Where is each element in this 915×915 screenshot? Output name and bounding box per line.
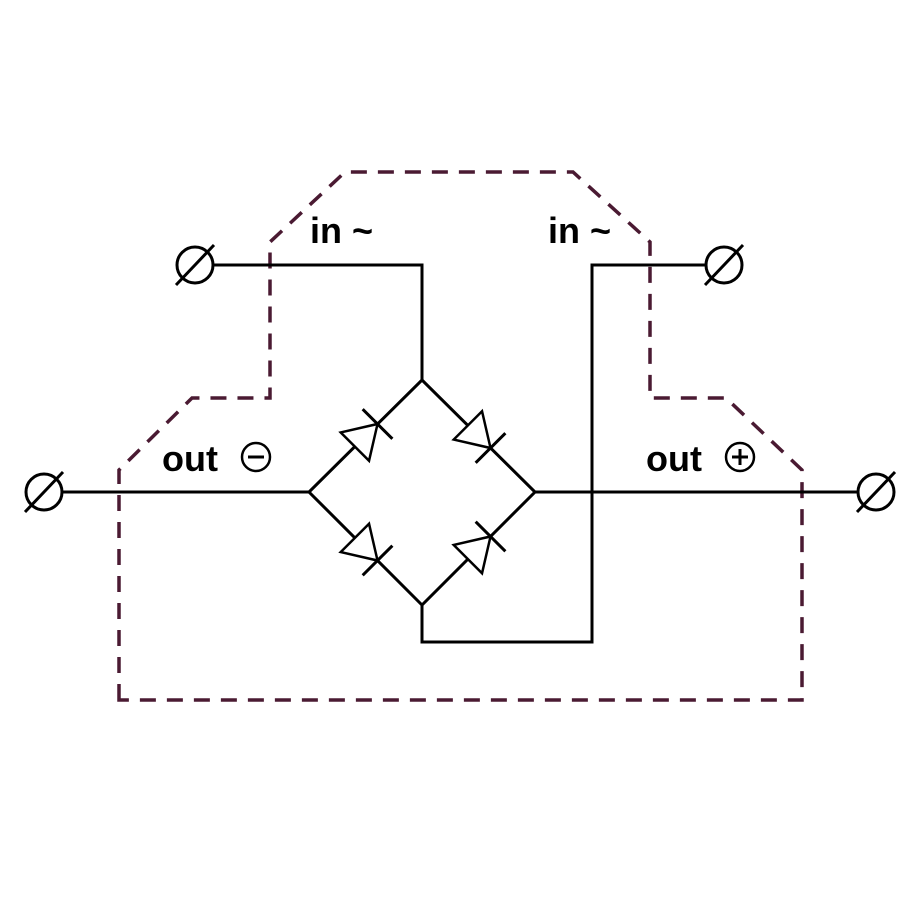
terminal-icon [23,470,65,514]
wire-in-left [213,263,424,380]
label-in-right: in ~ [548,210,611,251]
diode-bottom-left [338,521,394,577]
diode-top-right [451,408,507,464]
wiring [63,263,858,644]
terminal-icon [174,243,216,287]
label-out-negative: out [162,438,218,479]
circled-plus-icon [724,441,756,473]
diode-top-left [338,408,394,464]
circled-minus-icon [240,441,272,473]
bridge-diamond [306,377,538,608]
module-outline [117,170,804,702]
terminal-icon [855,470,897,514]
diode-bottom-right [451,520,507,576]
label-in-left: in ~ [310,210,373,251]
terminal-icon [703,243,745,287]
label-out-positive: out [646,438,702,479]
wire-in-right [420,263,706,644]
